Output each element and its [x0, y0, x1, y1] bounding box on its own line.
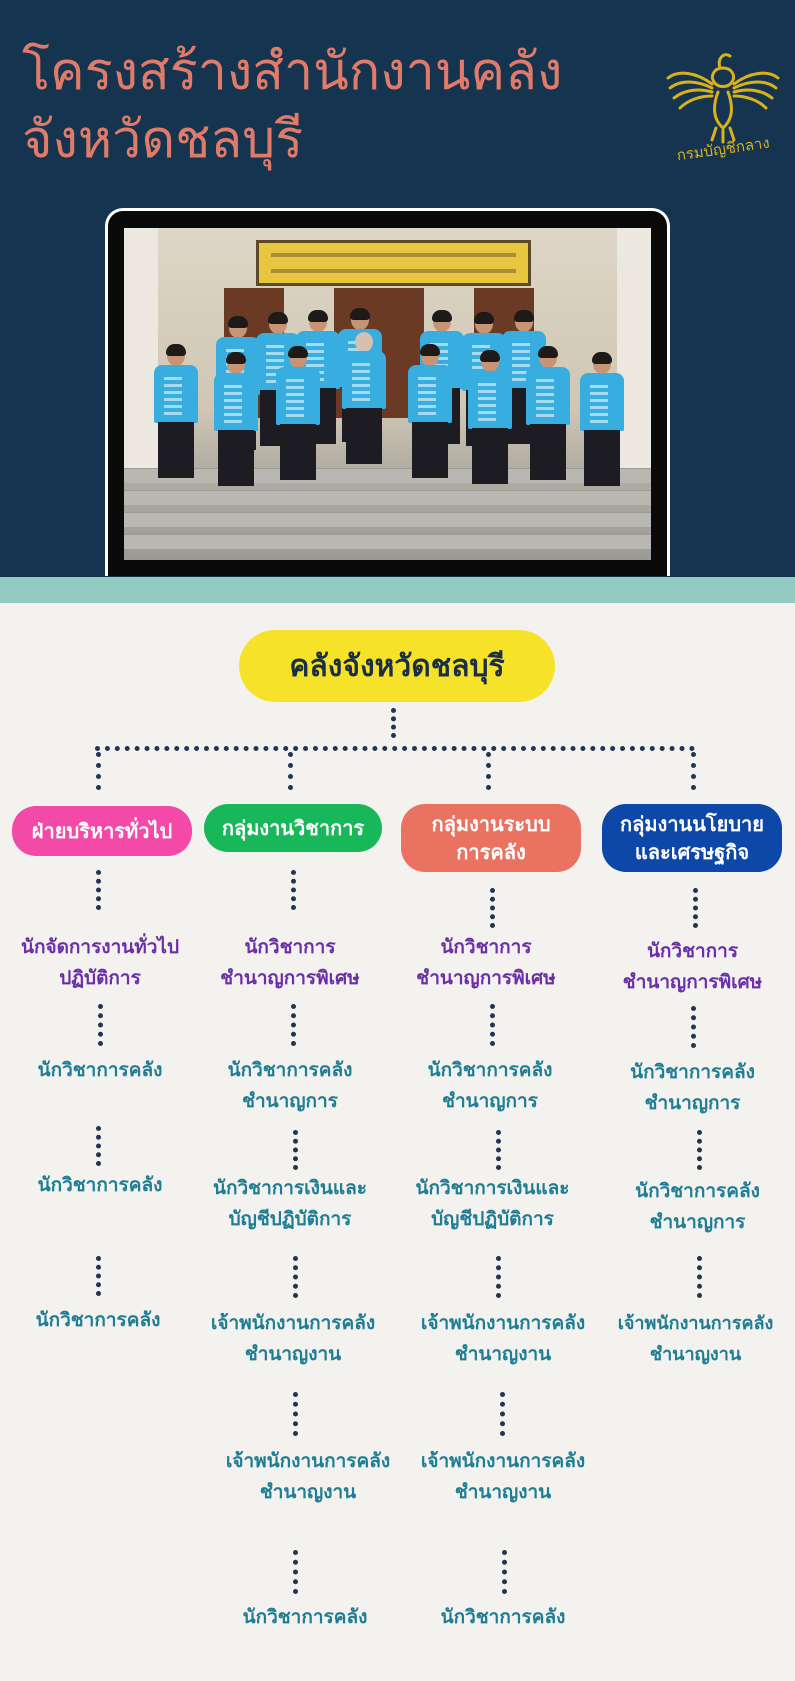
- connector-line: [291, 870, 296, 910]
- group-photo: [124, 228, 651, 560]
- position-node: นักวิชาการคลัง: [242, 1606, 368, 1628]
- position-node: นักวิชาการคลังชำนาญการ: [227, 1059, 353, 1112]
- connector-line: [293, 1550, 298, 1594]
- connector-line: [96, 1256, 101, 1296]
- position-node: นักวิชาการคลังชำนาญการ: [630, 1061, 755, 1114]
- connector-line: [693, 888, 698, 928]
- photo-banner-sign: [256, 240, 531, 286]
- connector-line: [490, 1004, 495, 1046]
- connector-line: [486, 752, 491, 790]
- photo-pillar-left: [124, 228, 158, 478]
- connector-line: [691, 1006, 696, 1048]
- section-divider-band: [0, 577, 795, 603]
- position-node: เจ้าพนักงานการคลังชำนาญงาน: [225, 1450, 391, 1503]
- position-node: เจ้าพนักงานการคลังชำนาญงาน: [617, 1313, 774, 1365]
- connector-line: [502, 1550, 507, 1594]
- position-node: นักวิชาการคลัง: [37, 1174, 163, 1196]
- connector-line: [98, 1004, 103, 1046]
- photo-step: [124, 534, 651, 549]
- title-line-1: โครงสร้างสำนักงานคลัง: [22, 42, 563, 102]
- position-node: นักวิชาการคลังชำนาญการ: [635, 1180, 760, 1233]
- connector-line: [293, 1256, 298, 1298]
- connector-line: [697, 1256, 702, 1298]
- connector-line: [490, 888, 495, 928]
- connector-line: [496, 1256, 501, 1298]
- page-title: โครงสร้างสำนักงานคลัง จังหวัดชลบุรี: [22, 38, 562, 174]
- connector-line: [500, 1392, 505, 1436]
- position-node: นักวิชาการชำนาญการพิเศษ: [622, 940, 763, 993]
- connector-line: [697, 1130, 702, 1170]
- position-node: นักวิชาการคลัง: [35, 1309, 161, 1331]
- position-node: นักจัดการงานทั่วไปปฏิบัติการ: [20, 936, 180, 989]
- dept-policy-economics: กลุ่มงานนโยบาย และเศรษฐกิจ: [602, 804, 782, 872]
- connector-line: [291, 1004, 296, 1046]
- dept-policy-economics-line1: กลุ่มงานนโยบาย: [620, 812, 764, 836]
- connector-line: [391, 708, 396, 738]
- connector-line: [96, 1126, 101, 1166]
- root-node: คลังจังหวัดชลบุรี: [239, 630, 555, 702]
- dept-policy-economics-line2: และเศรษฐกิจ: [634, 840, 750, 864]
- garuda-seal-icon: กรมบัญชีกลาง: [666, 53, 780, 160]
- dept-academic: กลุ่มงานวิชาการ: [204, 804, 382, 852]
- position-node: เจ้าพนักงานการคลังชำนาญงาน: [210, 1312, 376, 1365]
- photo-step: [124, 468, 651, 483]
- dept-fiscal-system: กลุ่มงานระบบ การคลัง: [401, 804, 581, 872]
- position-node: นักวิชาการคลังชำนาญการ: [427, 1059, 553, 1112]
- photo-pillar-right: [617, 228, 651, 478]
- connector-line: [96, 752, 101, 790]
- position-node: เจ้าพนักงานการคลังชำนาญงาน: [420, 1312, 586, 1365]
- dept-fiscal-system-line2: การคลัง: [456, 840, 526, 864]
- connector-line: [96, 870, 101, 910]
- position-node: นักวิชาการชำนาญการพิเศษ: [416, 936, 556, 989]
- photo-step: [124, 490, 651, 505]
- position-node: นักวิชาการเงินและบัญชีปฏิบัติการ: [213, 1177, 367, 1230]
- position-node: นักวิชาการชำนาญการพิเศษ: [220, 936, 360, 989]
- connector-line: [691, 752, 696, 790]
- connector-line: [293, 1392, 298, 1436]
- dept-fiscal-system-line1: กลุ่มงานระบบ: [431, 812, 551, 836]
- connector-line: [293, 1130, 298, 1170]
- photo-step: [124, 512, 651, 527]
- connector-line: [496, 1130, 501, 1170]
- connector-line: [288, 752, 293, 790]
- title-line-2: จังหวัดชลบุรี: [22, 110, 304, 170]
- position-node: เจ้าพนักงานการคลังชำนาญงาน: [420, 1450, 586, 1503]
- position-node: นักวิชาการคลัง: [37, 1059, 163, 1081]
- position-node: นักวิชาการคลัง: [440, 1606, 566, 1628]
- dept-general-admin: ฝ่ายบริหารทั่วไป: [12, 806, 192, 856]
- position-node: นักวิชาการเงินและบัญชีปฏิบัติการ: [415, 1177, 570, 1230]
- connector-line: [95, 746, 695, 751]
